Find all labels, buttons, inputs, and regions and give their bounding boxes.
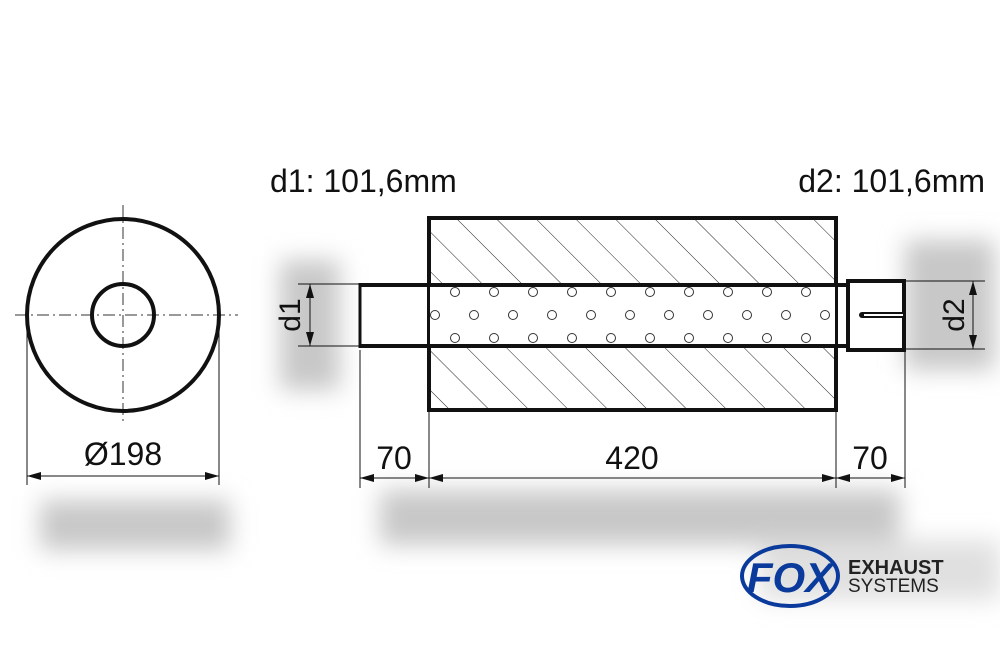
perforation-hole <box>567 333 577 343</box>
perforation-holes <box>430 287 830 343</box>
perforation-hole <box>820 310 830 320</box>
perforation-hole <box>528 287 538 297</box>
perforation-hole <box>547 310 557 320</box>
perforation-hole <box>801 287 811 297</box>
logo-exhaust: EXHAUST <box>848 557 944 579</box>
perforation-hole <box>586 310 596 320</box>
fox-logo: FOX EXHAUST SYSTEMS <box>740 544 944 608</box>
perforation-hole <box>528 333 538 343</box>
perforation-hole <box>742 310 752 320</box>
perforation-hole <box>684 287 694 297</box>
drop-shadows <box>40 240 1000 600</box>
diameter-label: Ø198 <box>84 436 162 472</box>
front-view: Ø198 <box>15 205 238 485</box>
perforation-hole <box>801 333 811 343</box>
logo-systems: SYSTEMS <box>848 576 939 597</box>
d1-label: d1 <box>274 298 307 331</box>
perforation-hole <box>489 333 499 343</box>
perforation-hole <box>645 287 655 297</box>
d2-label: d2 <box>938 298 971 331</box>
perforation-hole <box>723 333 733 343</box>
perforation-hole <box>684 333 694 343</box>
d1-spec: d1: 101,6mm <box>270 163 457 199</box>
outer-circle <box>25 217 221 413</box>
perforation-hole <box>450 333 460 343</box>
perforation-hole <box>489 287 499 297</box>
inner-circle <box>90 282 156 348</box>
perforation-hole <box>625 310 635 320</box>
perforation-hole <box>762 287 772 297</box>
length-right-label: 70 <box>852 440 888 476</box>
perforation-hole <box>703 310 713 320</box>
side-view: d1 d2 70 420 70 d1: 101,6mm d2: 101,6mm <box>270 163 985 488</box>
d2-spec: d2: 101,6mm <box>798 163 985 199</box>
perforation-hole <box>450 287 460 297</box>
perforation-hole <box>508 310 518 320</box>
perforation-hole <box>781 310 791 320</box>
perforation-hole <box>606 287 616 297</box>
perforation-hole <box>723 287 733 297</box>
perforation-hole <box>606 333 616 343</box>
svg-text:FOX: FOX <box>747 554 836 601</box>
perforation-hole <box>469 310 479 320</box>
length-left-label: 70 <box>376 440 412 476</box>
perforation-hole <box>645 333 655 343</box>
perforation-hole <box>430 310 440 320</box>
perforation-hole <box>664 310 674 320</box>
perforation-hole <box>762 333 772 343</box>
length-body-label: 420 <box>605 440 658 476</box>
perforation-hole <box>567 287 577 297</box>
